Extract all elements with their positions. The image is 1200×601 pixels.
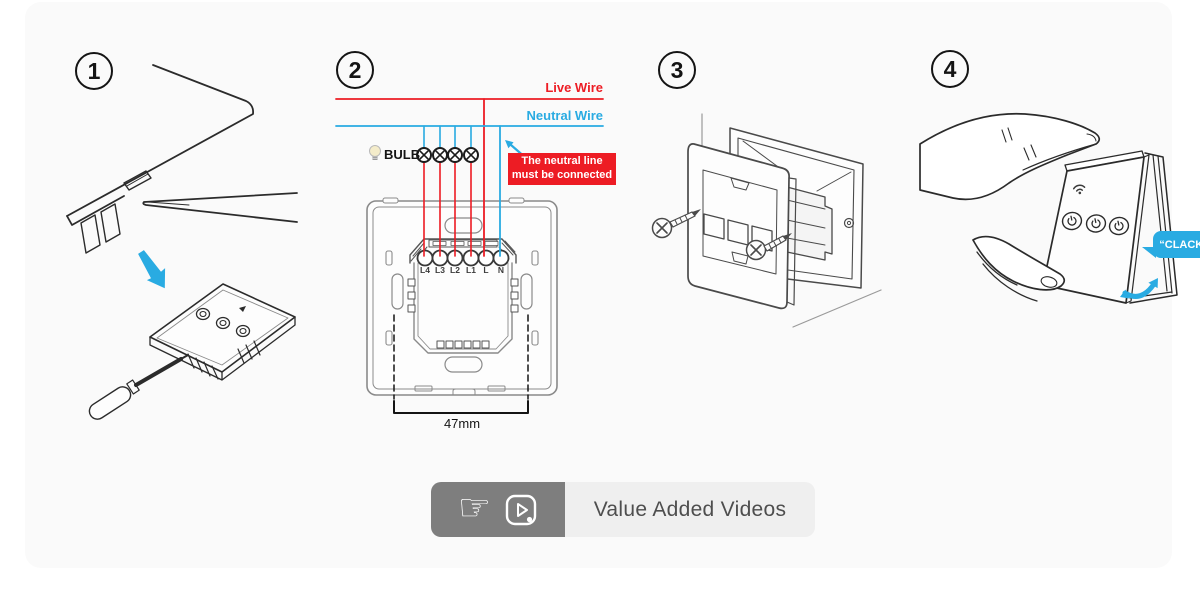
step-3-badge: 3 — [658, 51, 696, 89]
warning-line-2: must be connected — [511, 169, 613, 181]
banner-label: Value Added Videos — [593, 497, 787, 521]
step3-mounting-illustration — [651, 113, 882, 328]
instruction-card: 1 2 3 4 — [25, 2, 1200, 568]
screw-icon-left — [651, 209, 701, 239]
down-arrow-icon — [138, 250, 166, 289]
bulb-label: BULB — [384, 147, 421, 162]
terminal-label-l: L — [483, 265, 489, 275]
terminal-label-l3: L3 — [435, 265, 445, 275]
snap-arrow-icon — [1120, 278, 1158, 299]
banner-label-box: Value Added Videos — [565, 482, 815, 537]
terminal-label-l4: L4 — [420, 265, 430, 275]
step-3-number: 3 — [670, 56, 684, 83]
step-1-number: 1 — [87, 57, 101, 84]
step-2-number: 2 — [348, 56, 362, 83]
terminal-label-l2: L2 — [450, 265, 460, 275]
step1-pry-open-illustration — [66, 64, 298, 420]
terminal-label-l1: L1 — [466, 265, 476, 275]
step-4-badge: 4 — [931, 50, 969, 88]
warning-line-1: The neutral line — [521, 155, 603, 168]
hand-upper — [919, 112, 1101, 201]
power-button-icons — [1061, 211, 1130, 236]
neutral-wire-label: Neutral Wire — [526, 108, 603, 123]
clack-bubble-tail — [1142, 247, 1156, 258]
step4-snap-panel-illustration — [919, 112, 1178, 304]
screw-icon-center — [745, 233, 792, 261]
pointing-hand-icon: ☞ — [457, 487, 492, 528]
clack-label: “CLACK” — [1159, 238, 1200, 251]
terminal-label-n: N — [497, 265, 505, 275]
step-4-number: 4 — [943, 55, 957, 82]
dimension-label: 47mm — [443, 416, 481, 431]
hand-lower — [972, 235, 1066, 302]
neutral-warning-badge: The neutral line must be connected — [508, 153, 616, 185]
clack-sound-bubble: “CLACK” — [1153, 231, 1200, 258]
bulb-icon — [369, 145, 381, 160]
banner-icon-box: ☞ — [431, 482, 565, 537]
step2-wiring-diagram — [335, 98, 604, 414]
play-video-icon[interactable] — [504, 493, 538, 527]
step-1-badge: 1 — [75, 52, 113, 90]
wifi-icon — [1072, 184, 1086, 195]
value-added-videos-banner[interactable]: ☞ Value Added Videos — [431, 482, 815, 537]
lamp-symbols — [416, 147, 479, 163]
live-wire-label: Live Wire — [545, 80, 603, 95]
step-2-badge: 2 — [336, 51, 374, 89]
neutral-wire-lines — [335, 125, 604, 257]
